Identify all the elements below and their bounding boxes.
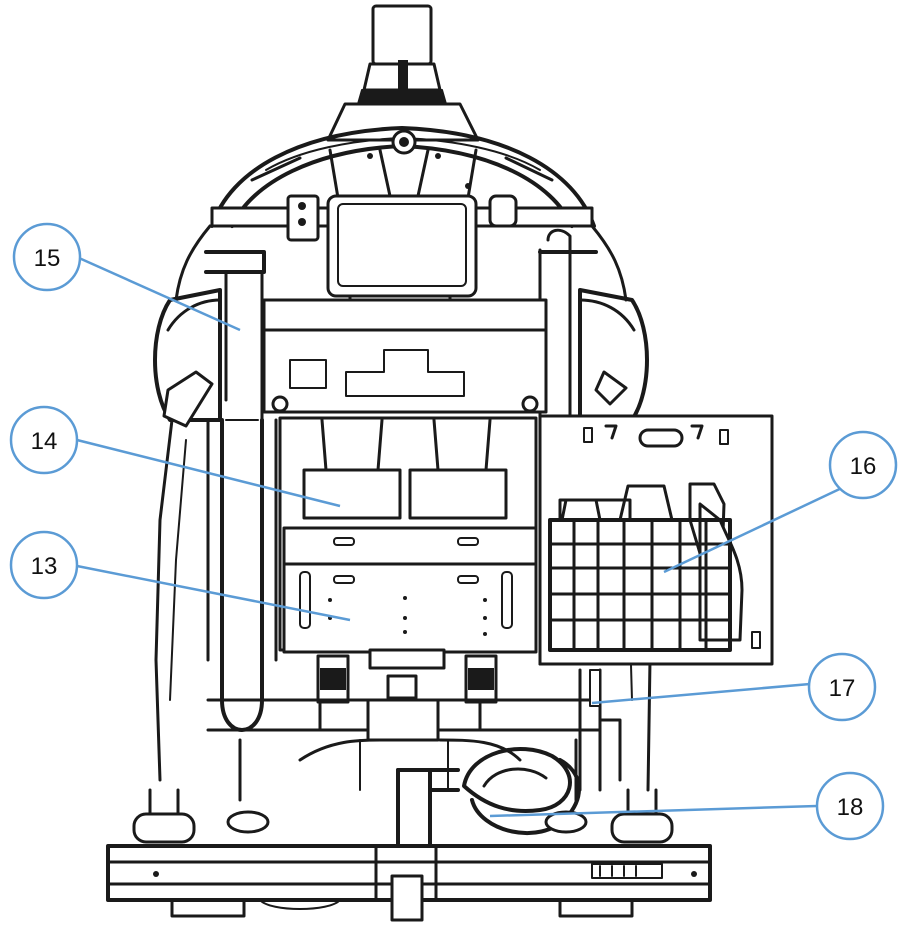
leader-lines	[76, 256, 847, 818]
leader-line-13	[76, 564, 351, 622]
callout-15: 15	[12, 222, 82, 292]
lower-chassis	[206, 668, 622, 802]
handlebar-display	[204, 194, 598, 322]
callouts: 15 14 13 16 17 18	[9, 222, 898, 841]
callout-16: 16	[828, 430, 898, 500]
callout-label-17: 17	[829, 675, 856, 702]
leader-line-17	[591, 682, 811, 705]
callout-14: 14	[9, 405, 79, 475]
base-deck	[106, 844, 712, 922]
callout-18: 18	[815, 771, 885, 841]
leader-line-14	[76, 438, 341, 508]
battery-compartment	[278, 416, 538, 704]
casters	[132, 788, 674, 844]
callout-13: 13	[9, 530, 79, 600]
callout-label-18: 18	[837, 794, 864, 821]
leader-line-15	[78, 256, 241, 332]
beacon-light	[326, 4, 480, 142]
main-frame	[224, 228, 572, 422]
callout-label-14: 14	[31, 428, 58, 455]
machine-drawing	[106, 4, 774, 922]
callout-label-15: 15	[34, 245, 61, 272]
leader-line-18	[489, 804, 818, 818]
leader-line-16	[663, 484, 847, 574]
callout-label-16: 16	[850, 453, 877, 480]
callout-17: 17	[807, 652, 877, 722]
callout-label-13: 13	[31, 553, 58, 580]
canopy-shell	[210, 126, 596, 228]
accessory-basket	[548, 482, 744, 652]
drain-hose	[396, 747, 581, 862]
left-hose-tube	[206, 418, 278, 732]
